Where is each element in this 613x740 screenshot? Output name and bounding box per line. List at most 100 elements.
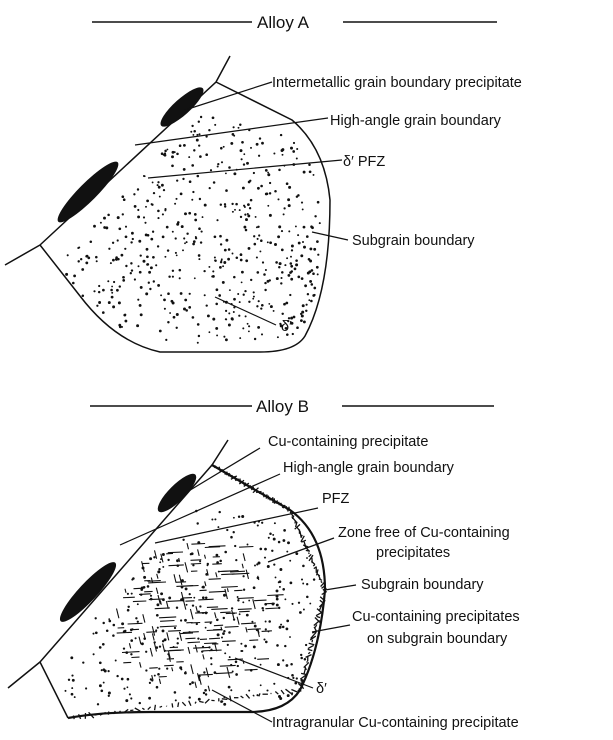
precipitate-dot (195, 236, 197, 238)
precipitate-dot (276, 644, 279, 647)
precipitate-dot (192, 191, 194, 193)
precipitate-dot (281, 149, 284, 152)
precipitate-dot (192, 134, 194, 136)
precipitate-dot (267, 205, 269, 207)
precipitate-dot (99, 661, 102, 664)
precipitate-dot (196, 522, 198, 524)
precipitate-dot (180, 292, 183, 295)
intragranular-precipitate-mark (129, 643, 130, 648)
intragranular-precipitate-mark (220, 612, 231, 613)
precipitate-dot (287, 198, 290, 201)
intragranular-precipitate-mark (169, 565, 184, 566)
boundary-precipitate-mark (309, 553, 310, 554)
precipitate-dot (202, 216, 204, 218)
precipitate-dot (100, 689, 103, 692)
precipitate-dot (239, 301, 241, 303)
precipitate-dot (188, 306, 191, 309)
precipitate-dot (292, 150, 295, 153)
precipitate-dot (276, 589, 279, 592)
precipitate-dot (217, 165, 219, 167)
precipitate-dot (250, 147, 252, 149)
precipitate-dot (203, 270, 205, 272)
precipitate-dot (77, 260, 79, 262)
precipitate-dot (248, 325, 250, 327)
intragranular-precipitate-mark (151, 578, 152, 584)
precipitate-dot (230, 689, 232, 691)
precipitate-dot (273, 563, 275, 565)
precipitate-dot (157, 217, 159, 219)
precipitate-dot (182, 178, 184, 180)
precipitate-dot (313, 578, 315, 580)
precipitate-dot (139, 271, 142, 274)
precipitate-dot (180, 193, 183, 196)
precipitate-dot (211, 276, 213, 278)
boundary-precipitate-mark (172, 703, 173, 707)
precipitate-dot (189, 696, 191, 698)
boundary-precipitate-mark (306, 550, 310, 551)
precipitate-dot (125, 699, 128, 702)
precipitate-dot (302, 208, 304, 210)
precipitate-dot (277, 198, 279, 200)
intragranular-precipitate-mark (191, 664, 193, 674)
intragranular-precipitate-mark (199, 674, 213, 675)
precipitate-dot (131, 232, 134, 235)
precipitate-dot (194, 213, 197, 216)
precipitate-dot (253, 172, 255, 174)
precipitate-dot (192, 604, 194, 606)
precipitate-dot (238, 515, 240, 517)
precipitate-dot (157, 245, 159, 247)
precipitate-dot (246, 162, 249, 165)
precipitate-dot (284, 264, 286, 266)
precipitate-dot (233, 126, 235, 128)
precipitate-dot (248, 301, 250, 303)
precipitate-dot (286, 664, 289, 667)
precipitate-dot (282, 588, 285, 591)
precipitate-dot (317, 201, 320, 204)
precipitate-dot (242, 575, 244, 577)
precipitate-dot (149, 557, 152, 560)
cu-containing-precipitate (54, 557, 122, 628)
precipitate-dot (248, 247, 251, 250)
intragranular-precipitate-mark (150, 648, 152, 657)
precipitate-dot (102, 622, 104, 624)
precipitate-dot (290, 265, 293, 268)
precipitate-dot (180, 668, 182, 670)
precipitate-dot (71, 687, 73, 689)
label-cu-on-subgrain-line1: Cu-containing precipitates (352, 609, 520, 625)
intragranular-precipitate-mark (248, 629, 261, 630)
precipitate-dot (242, 187, 245, 190)
precipitate-dot (311, 269, 314, 272)
boundary-precipitate-mark (259, 693, 260, 696)
precipitate-dot (186, 232, 188, 234)
precipitate-dot (216, 619, 219, 622)
precipitate-dot (296, 148, 298, 150)
precipitate-dot (306, 304, 308, 306)
precipitate-dot (223, 261, 226, 264)
precipitate-dot (145, 233, 148, 236)
precipitate-dot (186, 241, 188, 243)
precipitate-dot (239, 124, 241, 126)
precipitate-dot (317, 254, 319, 256)
boundary-precipitate-mark (73, 716, 74, 720)
cu-containing-precipitate (153, 469, 201, 517)
precipitate-dot (288, 204, 291, 207)
precipitate-dot (121, 254, 124, 257)
precipitate-dot (245, 259, 248, 262)
precipitate-dot (72, 679, 75, 682)
precipitate-dot (257, 326, 260, 329)
precipitate-dot (252, 298, 254, 300)
intragranular-precipitate-mark (187, 543, 189, 549)
intragranular-precipitate-mark (183, 632, 199, 633)
precipitate-dot (257, 524, 259, 526)
precipitate-dot (287, 274, 290, 277)
precipitate-dot (197, 175, 200, 178)
intragranular-precipitate-mark (214, 625, 223, 626)
precipitate-dot (189, 293, 191, 295)
precipitate-dot (210, 663, 212, 665)
label-delta-prime: δ′ (281, 319, 292, 335)
precipitate-dot (296, 677, 298, 679)
precipitate-dot (82, 661, 84, 663)
precipitate-dot (210, 169, 212, 171)
precipitate-dot (290, 147, 293, 150)
precipitate-dot (190, 131, 192, 133)
